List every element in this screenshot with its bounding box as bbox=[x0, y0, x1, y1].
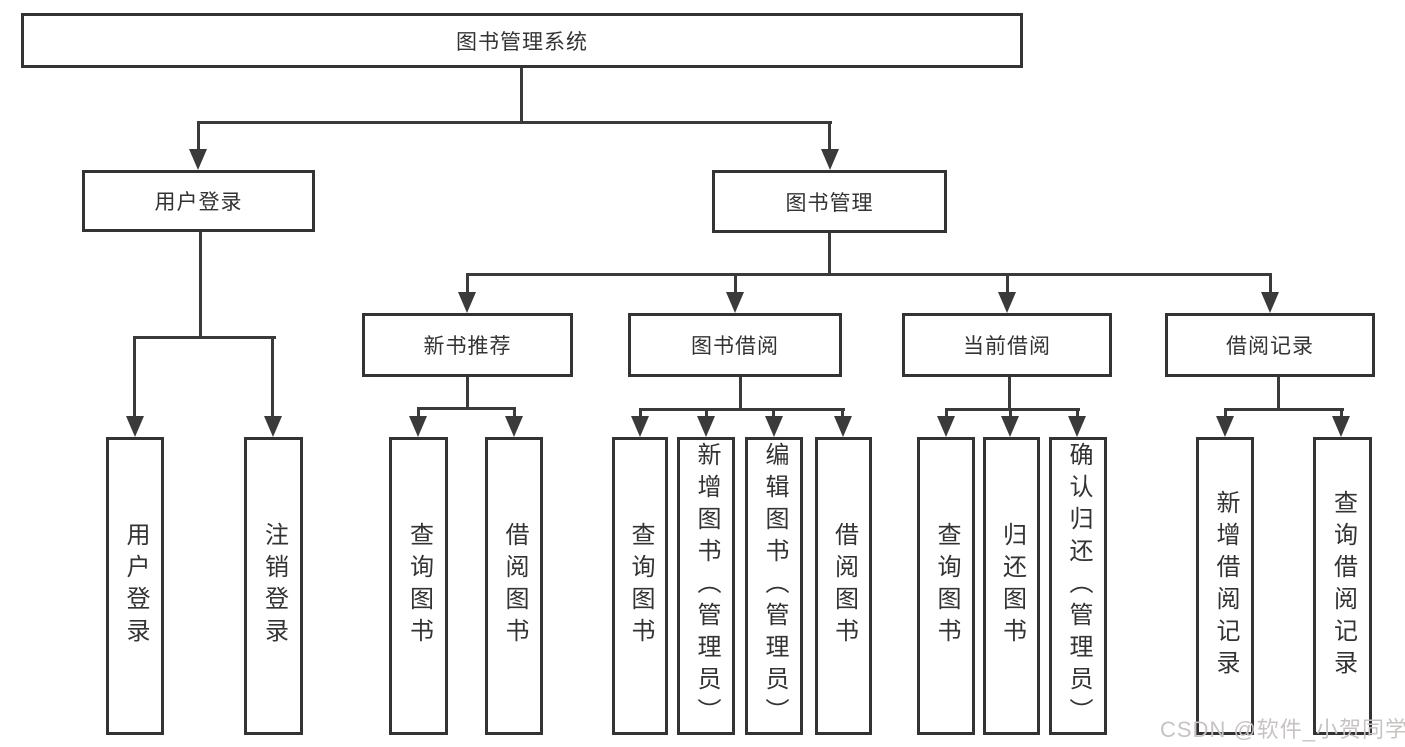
leaf-newbook-borrow-label: 借阅图书 bbox=[501, 522, 528, 650]
connector-line bbox=[639, 408, 642, 417]
leaf-borrow-add-label: 新增图书（管理员） bbox=[693, 442, 720, 730]
connector-line bbox=[466, 273, 469, 292]
leaf-current-return: 归还图书 bbox=[983, 437, 1040, 735]
leaf-current-query: 查询图书 bbox=[917, 437, 975, 735]
arrowhead-icon bbox=[834, 416, 852, 437]
connector-line bbox=[945, 408, 948, 417]
leaf-borrow-query-label: 查询图书 bbox=[627, 522, 654, 650]
connector-line bbox=[1269, 273, 1272, 292]
node-current-borrow-label: 当前借阅 bbox=[963, 335, 1051, 358]
leaf-logout-label: 注销登录 bbox=[260, 522, 288, 650]
node-root-label: 图书管理系统 bbox=[456, 30, 588, 54]
connector-bookmgmt-branch bbox=[466, 273, 1272, 276]
leaf-newbook-query-label: 查询图书 bbox=[405, 522, 433, 650]
arrowhead-icon bbox=[821, 149, 839, 170]
leaf-borrow-query: 查询图书 bbox=[612, 437, 668, 735]
connector-userlogin-branch bbox=[133, 336, 276, 339]
connector-line bbox=[828, 121, 831, 150]
node-book-borrow-label: 图书借阅 bbox=[691, 335, 779, 358]
arrowhead-icon bbox=[189, 149, 207, 170]
connector-borrowrecord-stem bbox=[1277, 377, 1280, 408]
arrowhead-icon bbox=[126, 416, 144, 437]
arrowhead-icon bbox=[937, 416, 955, 437]
node-new-book: 新书推荐 bbox=[362, 313, 573, 377]
csdn-watermark: CSDN @软件_小贺同学 bbox=[1160, 717, 1405, 742]
arrowhead-icon bbox=[409, 416, 427, 437]
connector-root-branch bbox=[197, 121, 832, 124]
connector-bookborrow-stem bbox=[739, 377, 742, 408]
leaf-newbook-borrow: 借阅图书 bbox=[485, 437, 543, 735]
arrowhead-icon bbox=[458, 292, 476, 313]
node-book-management-label: 图书管理 bbox=[785, 191, 874, 215]
node-borrow-record-label: 借阅记录 bbox=[1226, 335, 1314, 358]
arrowhead-icon bbox=[1068, 416, 1086, 437]
leaf-record-add-label: 新增借阅记录 bbox=[1212, 490, 1239, 682]
leaf-current-query-label: 查询图书 bbox=[933, 522, 960, 650]
connector-line bbox=[734, 273, 737, 292]
connector-line bbox=[1224, 408, 1227, 417]
connector-line bbox=[1076, 408, 1079, 417]
connector-line bbox=[1340, 408, 1343, 417]
leaf-borrow-edit: 编辑图书（管理员） bbox=[745, 437, 803, 735]
leaf-user-login-label: 用户登录 bbox=[122, 522, 149, 650]
connector-line bbox=[197, 121, 200, 150]
node-book-management: 图书管理 bbox=[712, 170, 947, 233]
leaf-current-confirm-label: 确认归还（管理员） bbox=[1065, 442, 1092, 730]
arrowhead-icon bbox=[264, 416, 282, 437]
node-borrow-record: 借阅记录 bbox=[1165, 313, 1375, 377]
leaf-record-query-label: 查询借阅记录 bbox=[1329, 490, 1357, 682]
connector-newbook-stem bbox=[466, 377, 469, 407]
node-new-book-label: 新书推荐 bbox=[423, 335, 512, 358]
leaf-logout: 注销登录 bbox=[244, 437, 303, 735]
node-root: 图书管理系统 bbox=[21, 13, 1023, 68]
arrowhead-icon bbox=[505, 416, 523, 437]
connector-line bbox=[705, 408, 708, 417]
leaf-record-query: 查询借阅记录 bbox=[1313, 437, 1372, 735]
connector-currentborrow-stem bbox=[1008, 377, 1011, 408]
node-current-borrow: 当前借阅 bbox=[902, 313, 1112, 377]
node-user-login-label: 用户登录 bbox=[154, 191, 243, 214]
connector-line bbox=[772, 408, 775, 417]
arrowhead-icon bbox=[726, 292, 744, 313]
connector-line bbox=[1006, 273, 1009, 292]
connector-line bbox=[417, 407, 420, 417]
arrowhead-icon bbox=[697, 416, 715, 437]
arrowhead-icon bbox=[1216, 416, 1234, 437]
arrowhead-icon bbox=[1001, 416, 1019, 437]
leaf-borrow-add: 新增图书（管理员） bbox=[677, 437, 735, 735]
node-user-login: 用户登录 bbox=[82, 170, 315, 232]
connector-userlogin-stem bbox=[199, 232, 202, 336]
leaf-borrow-borrow-label: 借阅图书 bbox=[830, 522, 858, 650]
connector-line bbox=[513, 407, 516, 417]
leaf-newbook-query: 查询图书 bbox=[389, 437, 448, 735]
connector-bookmgmt-stem bbox=[828, 233, 831, 273]
leaf-current-return-label: 归还图书 bbox=[998, 522, 1026, 650]
leaf-user-login: 用户登录 bbox=[106, 437, 164, 735]
connector-line bbox=[133, 336, 136, 417]
connector-currentborrow-branch bbox=[945, 408, 1080, 411]
arrowhead-icon bbox=[765, 416, 783, 437]
leaf-borrow-borrow: 借阅图书 bbox=[815, 437, 872, 735]
connector-line bbox=[841, 408, 844, 417]
connector-bookborrow-branch bbox=[639, 408, 845, 411]
leaf-current-confirm: 确认归还（管理员） bbox=[1049, 437, 1107, 735]
arrowhead-icon bbox=[1332, 416, 1350, 437]
connector-root-stem bbox=[520, 68, 523, 121]
arrowhead-icon bbox=[1261, 292, 1279, 313]
connector-borrowrecord-branch bbox=[1224, 408, 1344, 411]
leaf-record-add: 新增借阅记录 bbox=[1196, 437, 1254, 735]
connector-line bbox=[271, 336, 274, 417]
connector-newbook-branch bbox=[417, 407, 516, 410]
node-book-borrow: 图书借阅 bbox=[628, 313, 842, 377]
arrowhead-icon bbox=[998, 292, 1016, 313]
connector-line bbox=[1009, 408, 1012, 417]
arrowhead-icon bbox=[631, 416, 649, 437]
leaf-borrow-edit-label: 编辑图书（管理员） bbox=[761, 442, 788, 730]
